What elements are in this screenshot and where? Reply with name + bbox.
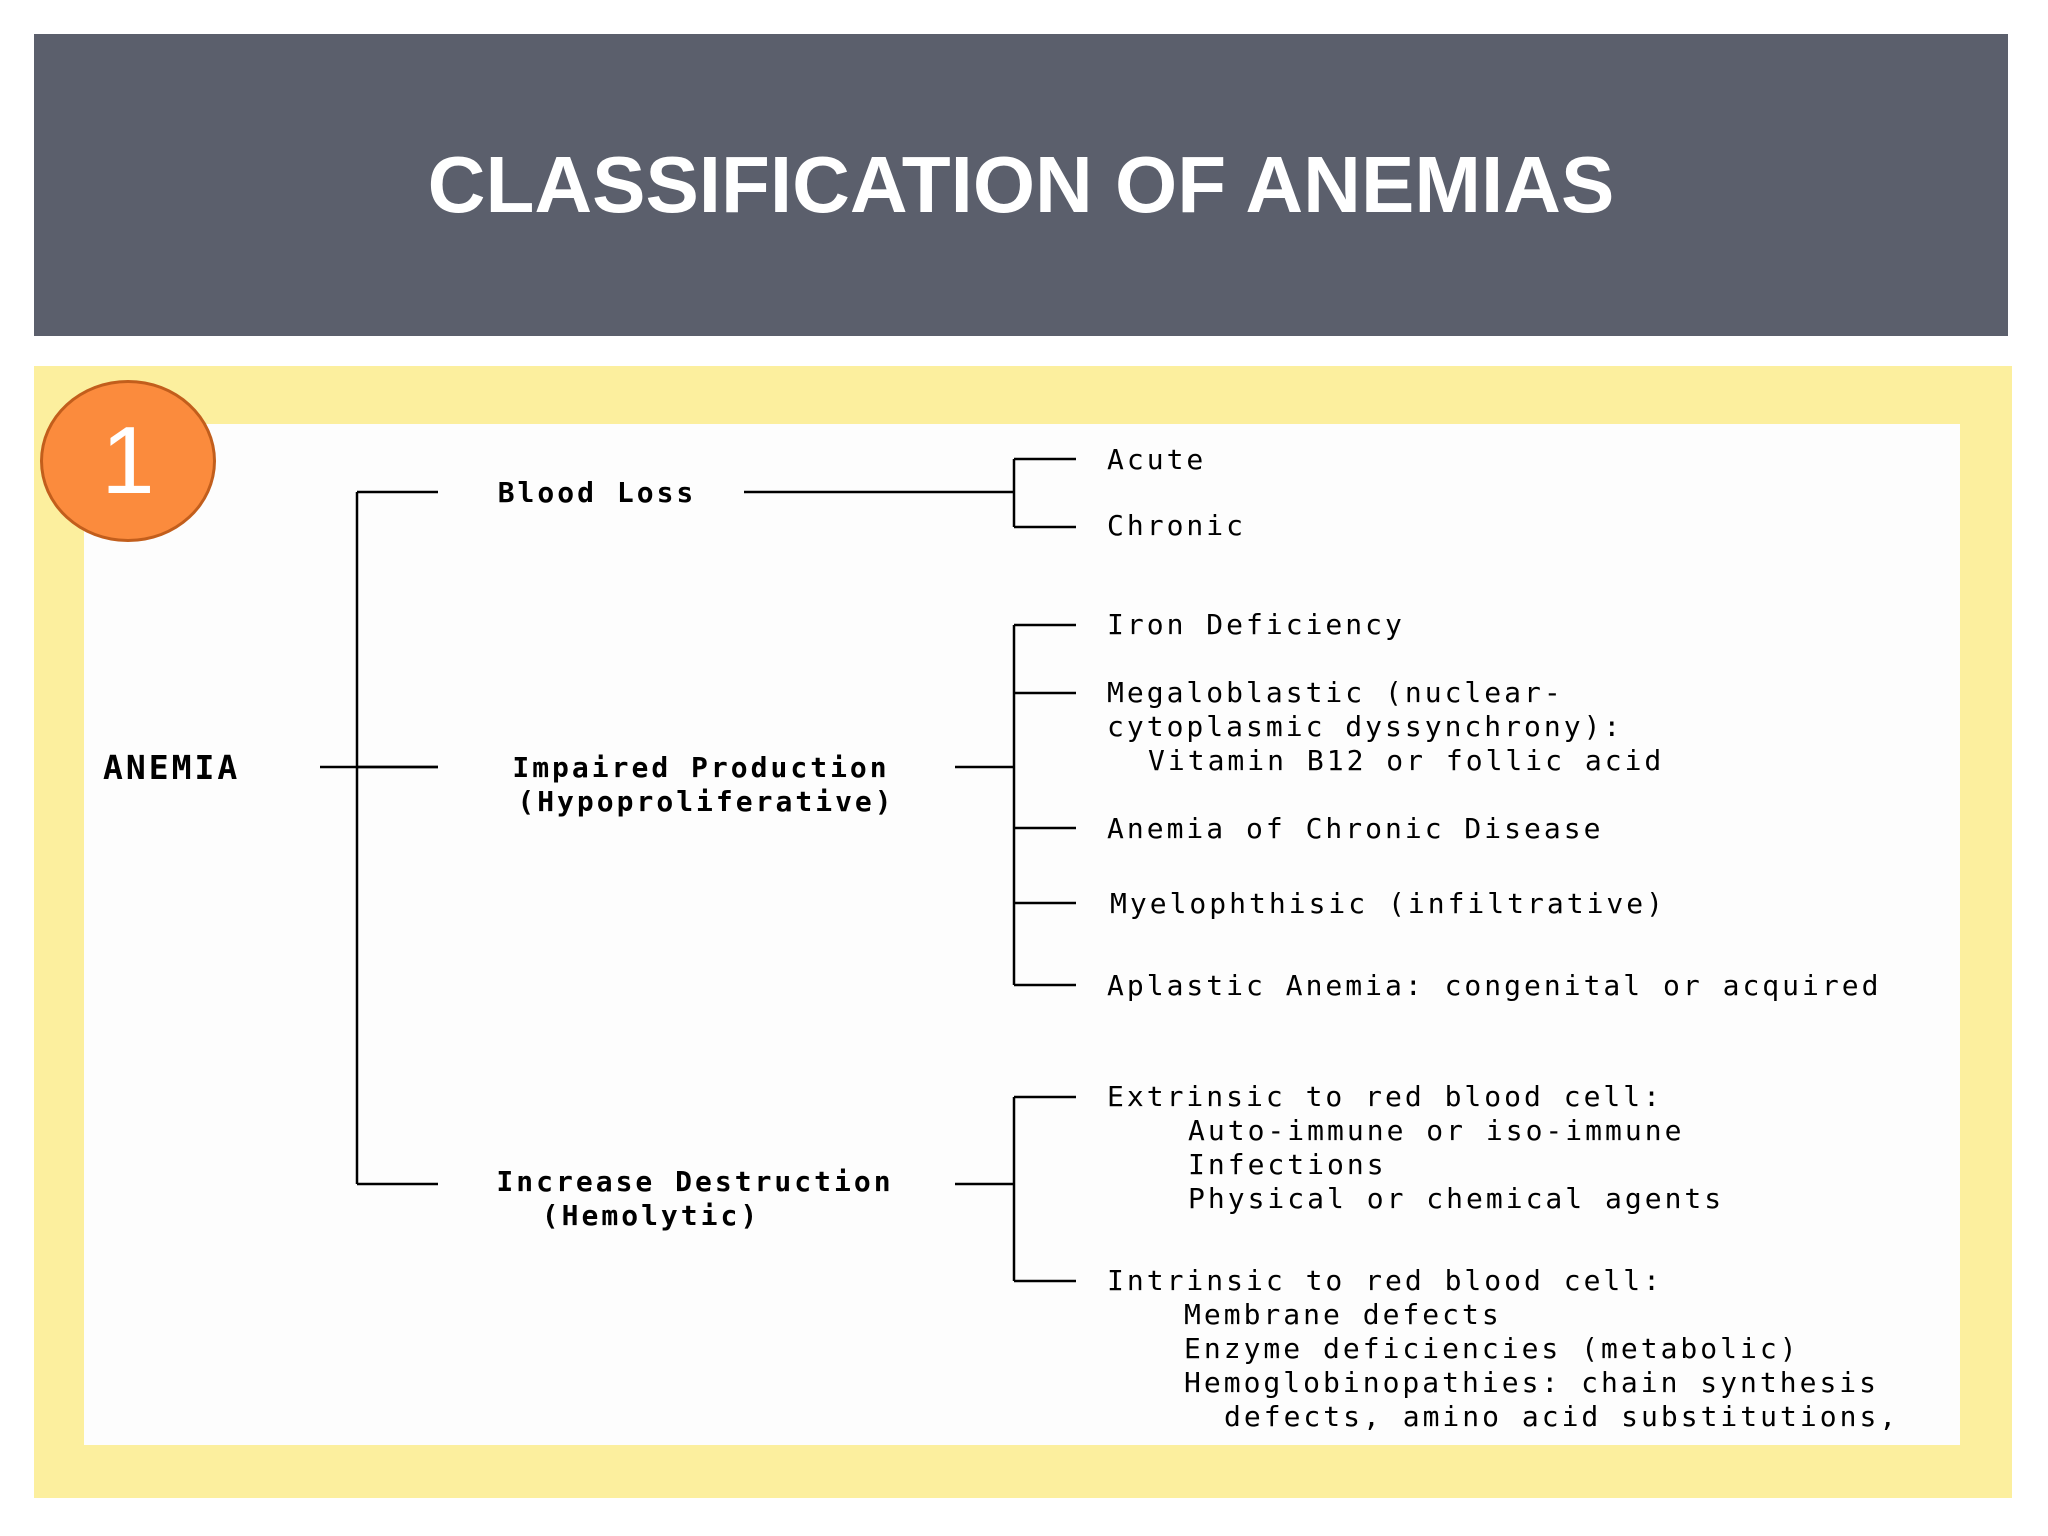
content-frame — [34, 366, 2012, 1498]
category-label: (Hemolytic) — [542, 1199, 760, 1232]
subtype-label: Extrinsic to red blood cell: — [1107, 1080, 1663, 1113]
diagram-panel — [84, 424, 1960, 1445]
subtype-label: defects, amino acid substitutions, — [1224, 1400, 1899, 1433]
subtype-label: Chronic — [1107, 509, 1246, 542]
subtype-label: Membrane defects — [1184, 1298, 1502, 1331]
category-label: Impaired Production — [512, 751, 889, 784]
category-label: Blood Loss — [498, 476, 697, 509]
root-label: ANEMIA — [103, 748, 240, 787]
subtype-label: Acute — [1107, 443, 1206, 476]
subtype-label: Physical or chemical agents — [1188, 1182, 1724, 1215]
subtype-label: Hemoglobinopathies: chain synthesis — [1184, 1366, 1879, 1399]
subtype-label: Infections — [1188, 1148, 1387, 1181]
subtype-label: Auto-immune or iso-immune — [1188, 1114, 1684, 1147]
subtype-label: Intrinsic to red blood cell: — [1107, 1264, 1663, 1297]
subtype-label: Megaloblastic (nuclear- — [1107, 676, 1564, 709]
subtype-label: Vitamin B12 or follic acid — [1148, 744, 1664, 777]
subtype-label: Anemia of Chronic Disease — [1107, 812, 1603, 845]
slide-number-badge: 1 — [40, 380, 216, 542]
subtype-label: Iron Deficiency — [1107, 608, 1405, 641]
category-label: Increase Destruction — [496, 1165, 893, 1198]
subtype-label: Aplastic Anemia: congenital or acquired — [1107, 969, 1881, 1002]
connector-lines — [320, 457, 1076, 1283]
category-label: (Hypoproliferative) — [517, 785, 894, 818]
slide-title: CLASSIFICATION OF ANEMIAS — [427, 140, 1615, 229]
subtype-label: Enzyme deficiencies (metabolic) — [1184, 1332, 1800, 1365]
subtype-label: Myelophthisic (infiltrative) — [1110, 887, 1666, 920]
title-bar: CLASSIFICATION OF ANEMIAS — [34, 34, 2008, 336]
subtype-label: cytoplasmic dyssynchrony): — [1107, 710, 1623, 743]
